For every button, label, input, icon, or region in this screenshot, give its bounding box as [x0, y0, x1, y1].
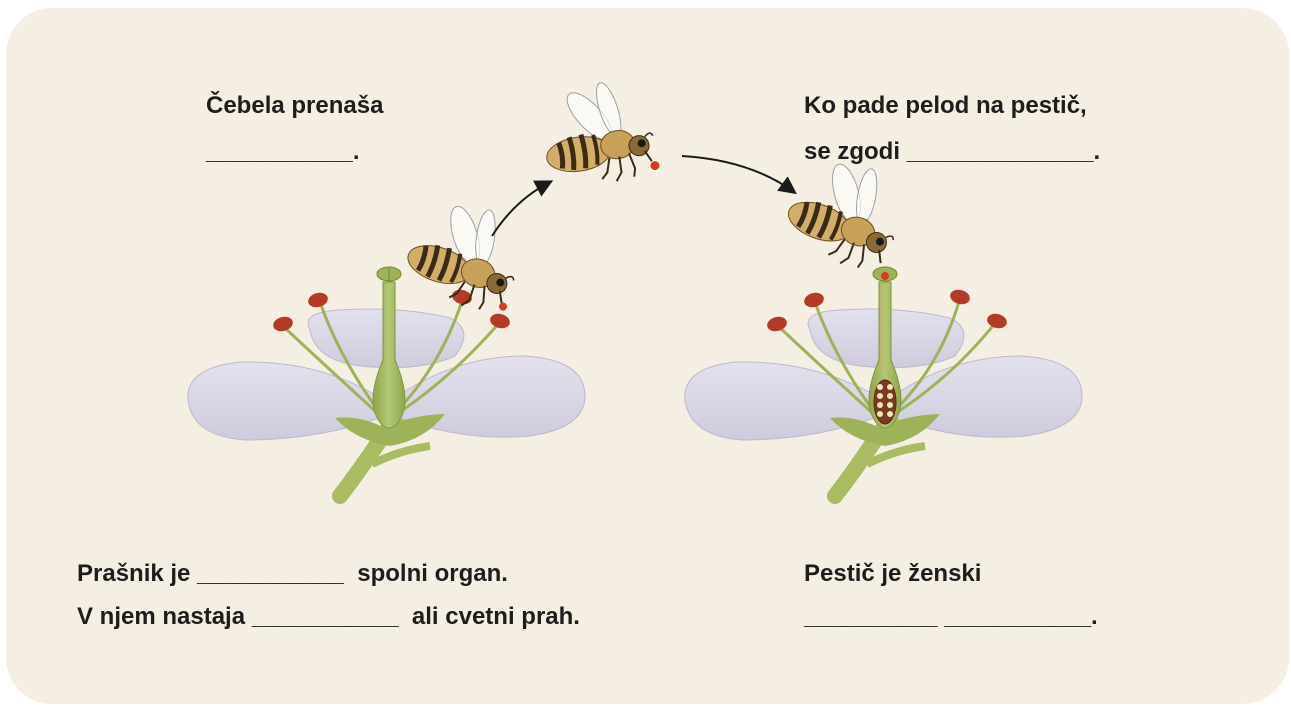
caption-top-left-blank[interactable]: ___________. — [206, 140, 360, 164]
caption-top-right-line2[interactable]: se zgodi ______________. — [804, 140, 1100, 164]
caption-bottom-left-line1[interactable]: Prašnik je ___________ spolni organ. — [77, 562, 508, 586]
caption-bottom-left-line2[interactable]: V njem nastaja ___________ ali cvetni pr… — [77, 605, 580, 629]
caption-top-left-line1: Čebela prenaša — [206, 94, 383, 118]
caption-bottom-right-blanks[interactable]: __________ ___________. — [804, 605, 1098, 629]
flower-right — [685, 267, 1082, 496]
flower-left — [188, 267, 585, 496]
arrow-flying-to-right — [682, 156, 794, 192]
bee-flying — [537, 75, 661, 191]
caption-top-right-line1: Ko pade pelod na pestič, — [804, 94, 1087, 118]
arrow-left-to-flying — [492, 182, 550, 236]
caption-bottom-right-line1: Pestič je ženski — [804, 562, 981, 586]
bee-on-right-flower — [778, 146, 914, 278]
